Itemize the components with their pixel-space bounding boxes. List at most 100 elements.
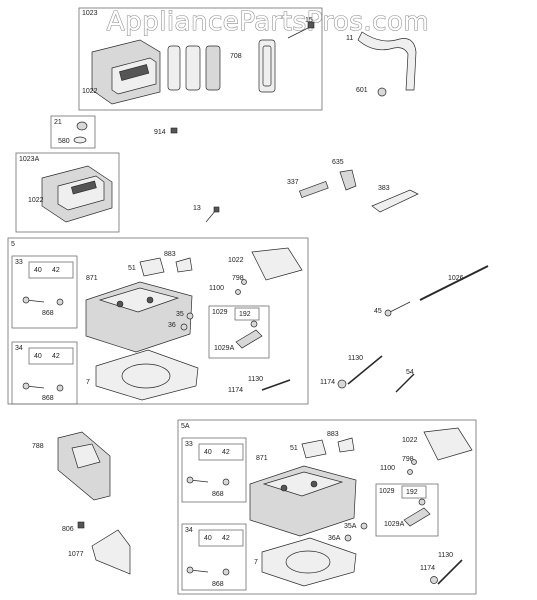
label-40-a: 40 <box>34 267 42 274</box>
valve-cover-1022-mid[interactable] <box>41 165 113 223</box>
valve-set-a[interactable] <box>22 296 64 306</box>
head-gasket-7-a[interactable] <box>95 349 199 401</box>
rocker-arm-1029a-a[interactable] <box>235 320 263 349</box>
bolt-15[interactable] <box>287 21 315 39</box>
stud-54[interactable] <box>395 373 415 393</box>
rocker-arm-1029a-b[interactable] <box>403 498 431 527</box>
pushrod-1130-b[interactable] <box>261 379 291 391</box>
group-box-40-42-d <box>198 529 244 547</box>
label-914: 914 <box>154 129 166 136</box>
pushrod-1130-c[interactable] <box>437 559 463 585</box>
screw-806[interactable] <box>77 521 85 529</box>
label-868-d: 868 <box>212 581 224 588</box>
label-1022-d: 1022 <box>402 437 418 444</box>
group-box-33 <box>11 255 78 329</box>
seal-1174-c[interactable] <box>430 576 438 584</box>
label-788: 788 <box>32 443 44 450</box>
push-rod-1026[interactable] <box>419 265 489 301</box>
head-gasket-7-b[interactable] <box>261 537 357 587</box>
label-871-b: 871 <box>256 455 268 462</box>
oil-fill-21[interactable] <box>73 121 88 144</box>
spark-plug-boot-635[interactable] <box>339 169 357 191</box>
group-label-1029-b: 1029 <box>379 488 395 495</box>
hardware-798-1100-b[interactable] <box>407 459 417 475</box>
pushrod-1130-a[interactable] <box>347 355 383 385</box>
label-1100-a: 1100 <box>209 285 224 292</box>
bracket-1077[interactable] <box>91 529 131 575</box>
label-42-c: 42 <box>222 449 230 456</box>
label-54: 54 <box>406 369 414 376</box>
group-box-40-42-b <box>28 347 74 365</box>
group-box-1023a <box>15 152 120 233</box>
label-42-d: 42 <box>222 535 230 542</box>
gasket-51-b[interactable] <box>301 439 327 459</box>
air-guide-383[interactable] <box>371 189 419 213</box>
label-1130-b: 1130 <box>248 376 263 383</box>
valve-set-c[interactable] <box>186 476 230 486</box>
group-box-40-42-c <box>198 443 244 461</box>
valve-set-b[interactable] <box>22 382 64 392</box>
label-45: 45 <box>374 308 382 315</box>
cylinder-head-a[interactable] <box>85 281 193 353</box>
gasket-1022-c[interactable] <box>251 247 303 281</box>
group-box-1029 <box>208 305 270 359</box>
group-label-21: 21 <box>54 119 62 126</box>
bolt-13[interactable] <box>205 206 220 223</box>
label-337: 337 <box>287 179 299 186</box>
gasket-51-a[interactable] <box>139 257 165 277</box>
seal-1174[interactable] <box>337 379 347 389</box>
label-1100-b: 1100 <box>380 465 395 472</box>
valve-set-d[interactable] <box>186 566 230 576</box>
valve-cover-1022-top[interactable] <box>91 39 161 105</box>
label-7-a: 7 <box>86 379 90 386</box>
label-1022-mid: 1022 <box>28 197 44 204</box>
group-label-33-b: 33 <box>185 441 193 448</box>
group-label-33: 33 <box>15 259 23 266</box>
spark-plug-337[interactable] <box>299 181 329 199</box>
group-box-34-b <box>181 523 247 591</box>
label-11: 11 <box>346 35 353 42</box>
label-51-a: 51 <box>128 265 136 272</box>
label-35: 35 <box>176 311 184 318</box>
gasket-1022-d[interactable] <box>423 427 473 461</box>
label-1174-c: 1174 <box>420 565 435 572</box>
group-box-1023 <box>78 7 323 111</box>
label-883-a: 883 <box>164 251 176 258</box>
bracket-788[interactable] <box>57 431 111 501</box>
bolt-914[interactable] <box>170 127 178 134</box>
label-383: 383 <box>378 185 390 192</box>
cover-883-a[interactable] <box>175 257 193 273</box>
hardware-798-1100-a[interactable] <box>235 279 247 295</box>
group-label-1023a: 1023A <box>19 156 40 163</box>
seal-35-36[interactable] <box>180 312 194 331</box>
label-1130-a: 1130 <box>348 355 363 362</box>
label-868-b: 868 <box>42 395 54 402</box>
cover-883-b[interactable] <box>337 437 355 453</box>
label-1077: 1077 <box>68 551 84 558</box>
label-798-b: 798 <box>402 456 414 463</box>
cylinder-head-b[interactable] <box>249 465 357 537</box>
label-1029A-a: 1029A <box>214 345 235 352</box>
label-40-d: 40 <box>204 535 212 542</box>
label-42-b: 42 <box>52 353 60 360</box>
group-label-34-b: 34 <box>185 527 193 534</box>
label-36: 36 <box>168 322 176 329</box>
label-708: 708 <box>230 53 242 60</box>
seal-35a-36a[interactable] <box>344 522 368 542</box>
group-label-5: 5 <box>11 241 15 248</box>
breather-tube-11[interactable] <box>357 31 417 91</box>
group-box-1029-b <box>375 483 439 537</box>
label-883-b: 883 <box>327 431 339 438</box>
clamp-601[interactable] <box>377 87 387 97</box>
gasket-set-top[interactable] <box>167 39 276 93</box>
label-1130-c: 1130 <box>438 552 453 559</box>
label-868-c: 868 <box>212 491 224 498</box>
label-871-a: 871 <box>86 275 98 282</box>
label-1174-b: 1174 <box>320 379 335 386</box>
label-51-b: 51 <box>290 445 298 452</box>
group-label-1029: 1029 <box>212 309 228 316</box>
label-192-a: 192 <box>239 311 251 318</box>
valve-45[interactable] <box>384 301 411 317</box>
label-42-a: 42 <box>52 267 60 274</box>
